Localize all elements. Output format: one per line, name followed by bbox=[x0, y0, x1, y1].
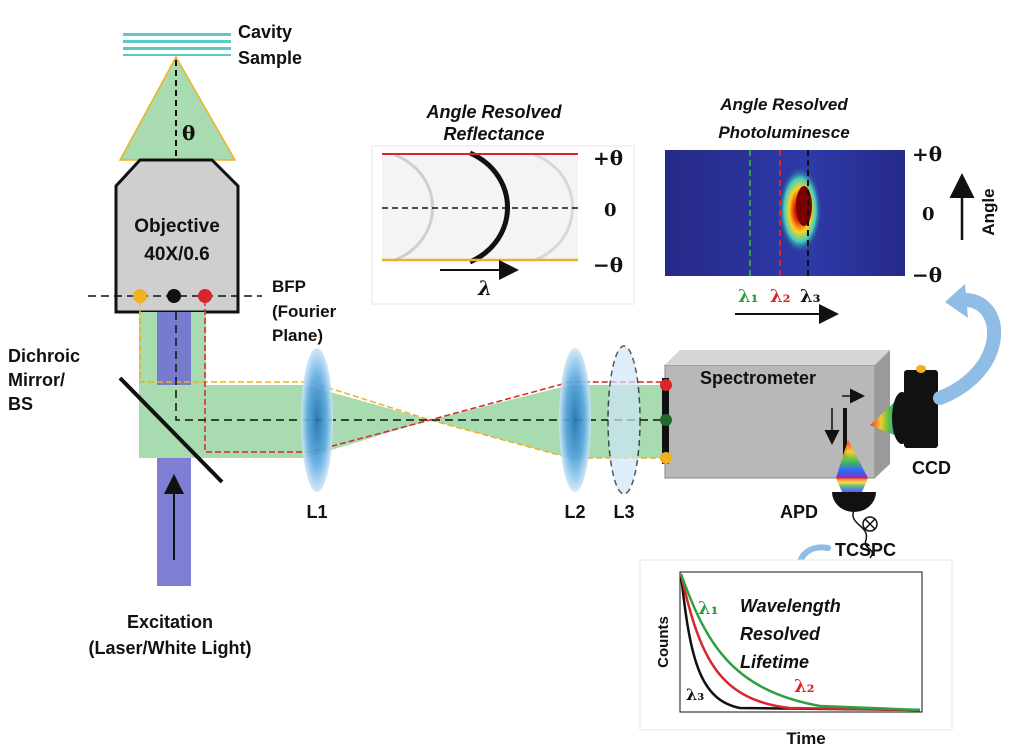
lens-l1 bbox=[301, 348, 333, 492]
lifetime-lambda2: λ₂ bbox=[794, 676, 815, 697]
pl-plus-theta: +θ bbox=[912, 142, 942, 166]
lifetime-lambda1: λ₁ bbox=[698, 598, 719, 619]
lifetime-xlabel: Time bbox=[786, 729, 825, 748]
slit-dot-yellow bbox=[660, 452, 672, 464]
reflectance-minus-theta: −θ bbox=[593, 253, 623, 277]
decay-curve-lambda3 bbox=[679, 573, 921, 712]
lens-l3-label: L3 bbox=[613, 502, 634, 522]
ccd-label: CCD bbox=[912, 458, 951, 478]
pl-lambda2: λ₂ bbox=[770, 286, 791, 307]
pl-angle-label: Angle bbox=[979, 188, 998, 235]
lens-l3 bbox=[607, 345, 641, 495]
grating bbox=[843, 408, 847, 458]
apd-label: APD bbox=[780, 502, 818, 522]
lifetime-title-3: Lifetime bbox=[740, 652, 809, 672]
center-ray bbox=[175, 312, 665, 421]
theta-label: θ bbox=[182, 121, 195, 145]
excitation-label-1: Excitation bbox=[127, 612, 213, 632]
lifetime-title-2: Resolved bbox=[740, 624, 821, 644]
dichroic-label-3: BS bbox=[8, 394, 33, 414]
dichroic-label-2: Mirror/ bbox=[8, 370, 65, 390]
lifetime-title-1: Wavelength bbox=[740, 596, 841, 616]
focus-cone bbox=[118, 55, 237, 161]
decay-curve-lambda2 bbox=[679, 573, 921, 712]
lens-l2 bbox=[559, 348, 591, 492]
bfp-dot-black bbox=[167, 289, 181, 303]
objective-lens bbox=[114, 158, 240, 314]
spectrometer-label: Spectrometer bbox=[700, 368, 816, 388]
reflectance-zero: 0 bbox=[604, 200, 617, 221]
pl-zero: 0 bbox=[922, 204, 935, 225]
dichroic-label-1: Dichroic bbox=[8, 346, 80, 366]
reflectance-panel bbox=[371, 145, 635, 305]
yellow-ray bbox=[139, 300, 665, 459]
objective-label-2: 40X/0.6 bbox=[144, 244, 210, 265]
horizontal-beam bbox=[139, 385, 665, 458]
reflectance-title-1: Angle Resolved bbox=[425, 102, 562, 122]
pl-minus-theta: −θ bbox=[912, 263, 942, 287]
slit-dot-green bbox=[660, 414, 672, 426]
pl-lambda3: λ₃ bbox=[800, 286, 821, 307]
bfp-dot-red bbox=[198, 289, 212, 303]
lifetime-panel bbox=[639, 559, 953, 731]
cavity-label-2: Sample bbox=[238, 48, 302, 68]
bfp-label-2: (Fourier bbox=[272, 302, 337, 321]
pl-panel bbox=[665, 150, 975, 324]
reflectance-title-2: Reflectance bbox=[443, 124, 544, 144]
tcspc-label: TCSPC bbox=[835, 540, 896, 560]
bfp-label-3: Plane) bbox=[272, 326, 323, 345]
bfp-dot-yellow bbox=[133, 289, 147, 303]
excitation-label-2: (Laser/White Light) bbox=[89, 638, 252, 658]
lifetime-ylabel: Counts bbox=[655, 616, 672, 668]
reflectance-plus-theta: +θ bbox=[593, 146, 623, 170]
spectrometer-box bbox=[664, 350, 890, 479]
cavity-label-1: Cavity bbox=[238, 22, 292, 42]
reflectance-lambda: λ bbox=[477, 276, 492, 300]
apd-detector bbox=[832, 492, 876, 512]
rainbow-to-apd bbox=[836, 440, 868, 478]
bfp-label-1: BFP bbox=[272, 277, 306, 296]
cavity-sample bbox=[123, 33, 231, 56]
curved-arrow-ccd bbox=[933, 293, 1001, 405]
objective-label-1: Objective bbox=[134, 216, 220, 237]
pl-title-1: Angle Resolved bbox=[719, 95, 848, 114]
dichroic-mirror bbox=[118, 376, 224, 484]
decay-curve-lambda1 bbox=[679, 573, 921, 712]
ccd-camera bbox=[892, 365, 938, 448]
pl-lambda1: λ₁ bbox=[738, 286, 759, 307]
lifetime-lambda3: λ₃ bbox=[686, 685, 704, 704]
pl-title-2: Photoluminesce bbox=[718, 123, 849, 142]
lens-l2-label: L2 bbox=[564, 502, 585, 522]
lens-l1-label: L1 bbox=[306, 502, 327, 522]
slit-dot-red bbox=[660, 379, 672, 391]
